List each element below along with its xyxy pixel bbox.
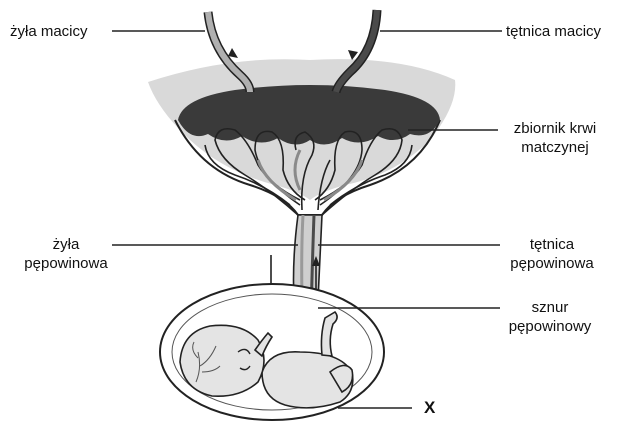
label-umbilical-artery: tętnica pępowinowa xyxy=(504,235,600,273)
uterine-vein-arrow xyxy=(228,48,238,58)
fetus xyxy=(179,310,354,409)
fetus-head xyxy=(179,324,265,398)
label-umbilical-vein-line2: pępowinowa xyxy=(24,255,108,272)
label-maternal-blood-reservoir-line2: matczynej xyxy=(521,139,589,156)
label-uterine-vein: żyła macicy xyxy=(10,23,88,40)
fetus-face xyxy=(237,348,251,371)
amniotic-sac-inner xyxy=(171,293,373,411)
fetus-head-veins xyxy=(192,341,221,383)
label-uterine-artery: tętnica macicy xyxy=(506,23,602,40)
label-umbilical-artery-line2: pępowinowa xyxy=(510,255,594,272)
fetus-leg xyxy=(328,364,354,394)
uterine-artery-arrow xyxy=(348,50,358,60)
label-maternal-blood-reservoir: zbiornik krwi matczynej xyxy=(502,119,608,157)
label-umbilical-cord-line2: pępowinowy xyxy=(508,318,592,335)
label-umbilical-vein-line1: żyła xyxy=(52,236,80,253)
chorionic-villi-shading xyxy=(256,149,364,202)
maternal-blood-reservoir xyxy=(178,85,440,145)
label-x: X xyxy=(424,398,436,417)
label-umbilical-vein: żyła pępowinowa xyxy=(22,235,110,273)
fetus-left-arm xyxy=(253,331,274,358)
fetus-right-arm xyxy=(320,310,338,357)
label-umbilical-artery-line1: tętnica xyxy=(529,236,575,253)
leader-lines xyxy=(112,30,502,409)
label-umbilical-cord-line1: sznur xyxy=(531,299,569,316)
label-maternal-blood-reservoir-line1: zbiornik krwi xyxy=(513,120,597,137)
fetus-body xyxy=(261,351,354,409)
label-umbilical-cord: sznur pępowinowy xyxy=(500,298,600,336)
